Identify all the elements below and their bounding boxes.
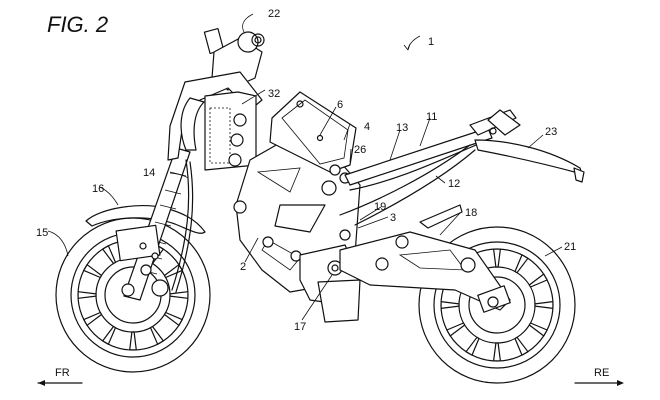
arrow-right-icon [617, 380, 624, 386]
arrow-left-icon [38, 380, 45, 386]
ref-18: 17 [294, 321, 306, 333]
ref-1: 1 [428, 36, 434, 48]
wheel-spoke [493, 248, 501, 268]
ref-4: 4 [364, 121, 370, 133]
ref-6: 6 [337, 99, 343, 111]
wheel-spoke [102, 325, 117, 345]
figure-title: FIG. 2 [47, 12, 109, 37]
ref-32: 26 [354, 144, 366, 156]
direction-front: FR [37, 367, 83, 386]
rear-fender [474, 139, 583, 175]
wheel-spoke [169, 291, 189, 299]
rear-frame [339, 109, 521, 226]
wheel-spoke [446, 322, 466, 337]
direction-rear: RE [574, 367, 624, 386]
wheel-spoke [493, 342, 501, 362]
wheel-spoke [514, 336, 529, 356]
ref-14: 14 [143, 167, 155, 179]
ref-21: 19 [374, 201, 386, 213]
front-fork [115, 147, 194, 301]
ref-19: 18 [465, 207, 477, 219]
handlebar-assembly [167, 27, 265, 171]
wheel-spoke [77, 291, 97, 299]
direction-rear-label: RE [594, 367, 609, 379]
ref-26: 32 [268, 88, 280, 100]
ref-12: 12 [448, 178, 460, 190]
wheel-spoke [528, 322, 548, 337]
wheel-spoke [129, 331, 137, 351]
main-frame [233, 139, 361, 323]
reference-numerals: 22 1 32 6 4 13 11 26 12 23 14 16 15 19 3… [36, 8, 576, 333]
ref-23: 23 [545, 126, 557, 138]
wheel-spoke [149, 325, 164, 345]
ref-22: 21 [564, 241, 576, 253]
wheel-spoke [83, 311, 103, 326]
ref-2: 2 [240, 261, 246, 273]
tail-light [573, 167, 585, 183]
swing-arm [339, 204, 511, 313]
wheel-spoke [163, 311, 183, 326]
leader-lines [47, 13, 563, 321]
wheel-spoke [465, 336, 480, 356]
ref-16: 15 [36, 227, 48, 239]
wheel-spoke [83, 264, 103, 279]
front-fender [85, 205, 206, 234]
ref-11: 11 [426, 111, 437, 123]
wheel-spoke [440, 301, 460, 309]
battery-case [269, 91, 357, 196]
ref-13: 13 [396, 122, 408, 134]
direction-front-label: FR [55, 367, 70, 379]
wheel-spoke [163, 264, 183, 279]
ref-15: 22 [268, 8, 280, 20]
wheel-spoke [528, 273, 548, 288]
wheel-spoke [102, 245, 117, 265]
ref-3: 3 [390, 212, 396, 224]
ref-17: 16 [92, 183, 104, 195]
wheel-spoke [514, 254, 529, 274]
wheel-spoke [534, 301, 554, 309]
